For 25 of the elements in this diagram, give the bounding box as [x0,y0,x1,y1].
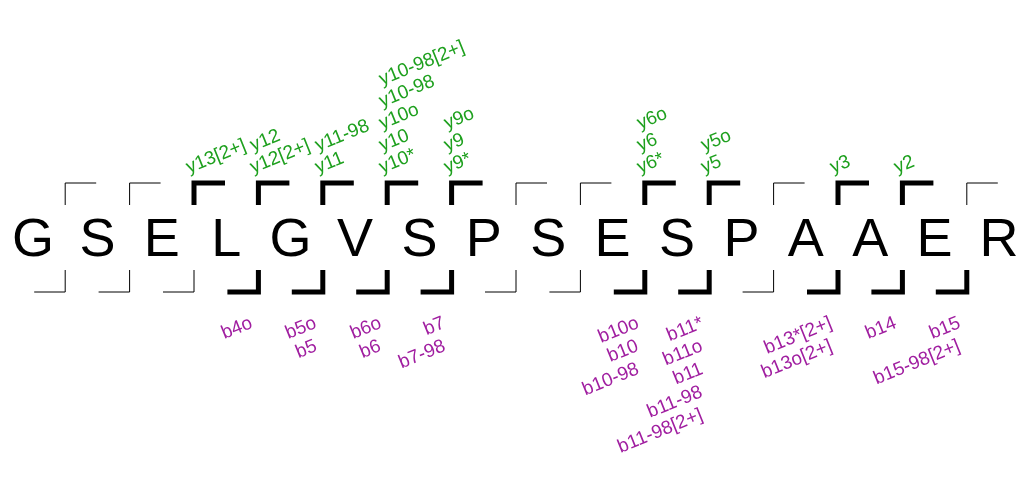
residue-letter: R [978,210,1020,264]
residue-letter: A [786,210,825,264]
ion-label: y6o [633,102,670,132]
ion-label: y9o [440,102,476,132]
residue-letter: V [336,210,374,264]
residue-letter: A [851,210,890,264]
residue-letter: G [268,210,313,264]
ion-label: y5o [698,124,734,154]
residue-letter: E [915,210,954,264]
ion-label: y2 [891,150,917,176]
residue-letter: E [593,210,632,264]
ion-label: b7 [420,312,448,338]
residue-letter: L [210,210,243,264]
residue-letter: S [78,210,117,264]
residue-letter: S [529,210,568,264]
residue-letter: S [400,210,439,264]
ion-label: y3 [826,150,853,176]
ion-label: b7-98 [395,335,448,372]
residue-letter: E [142,210,181,264]
residue-letter: S [658,210,696,264]
residue-letter: P [722,210,761,264]
ion-label: b4o [217,312,255,342]
residue-letter: P [464,210,503,264]
ion-label: b14 [861,312,899,342]
residue-letter: G [11,210,55,264]
